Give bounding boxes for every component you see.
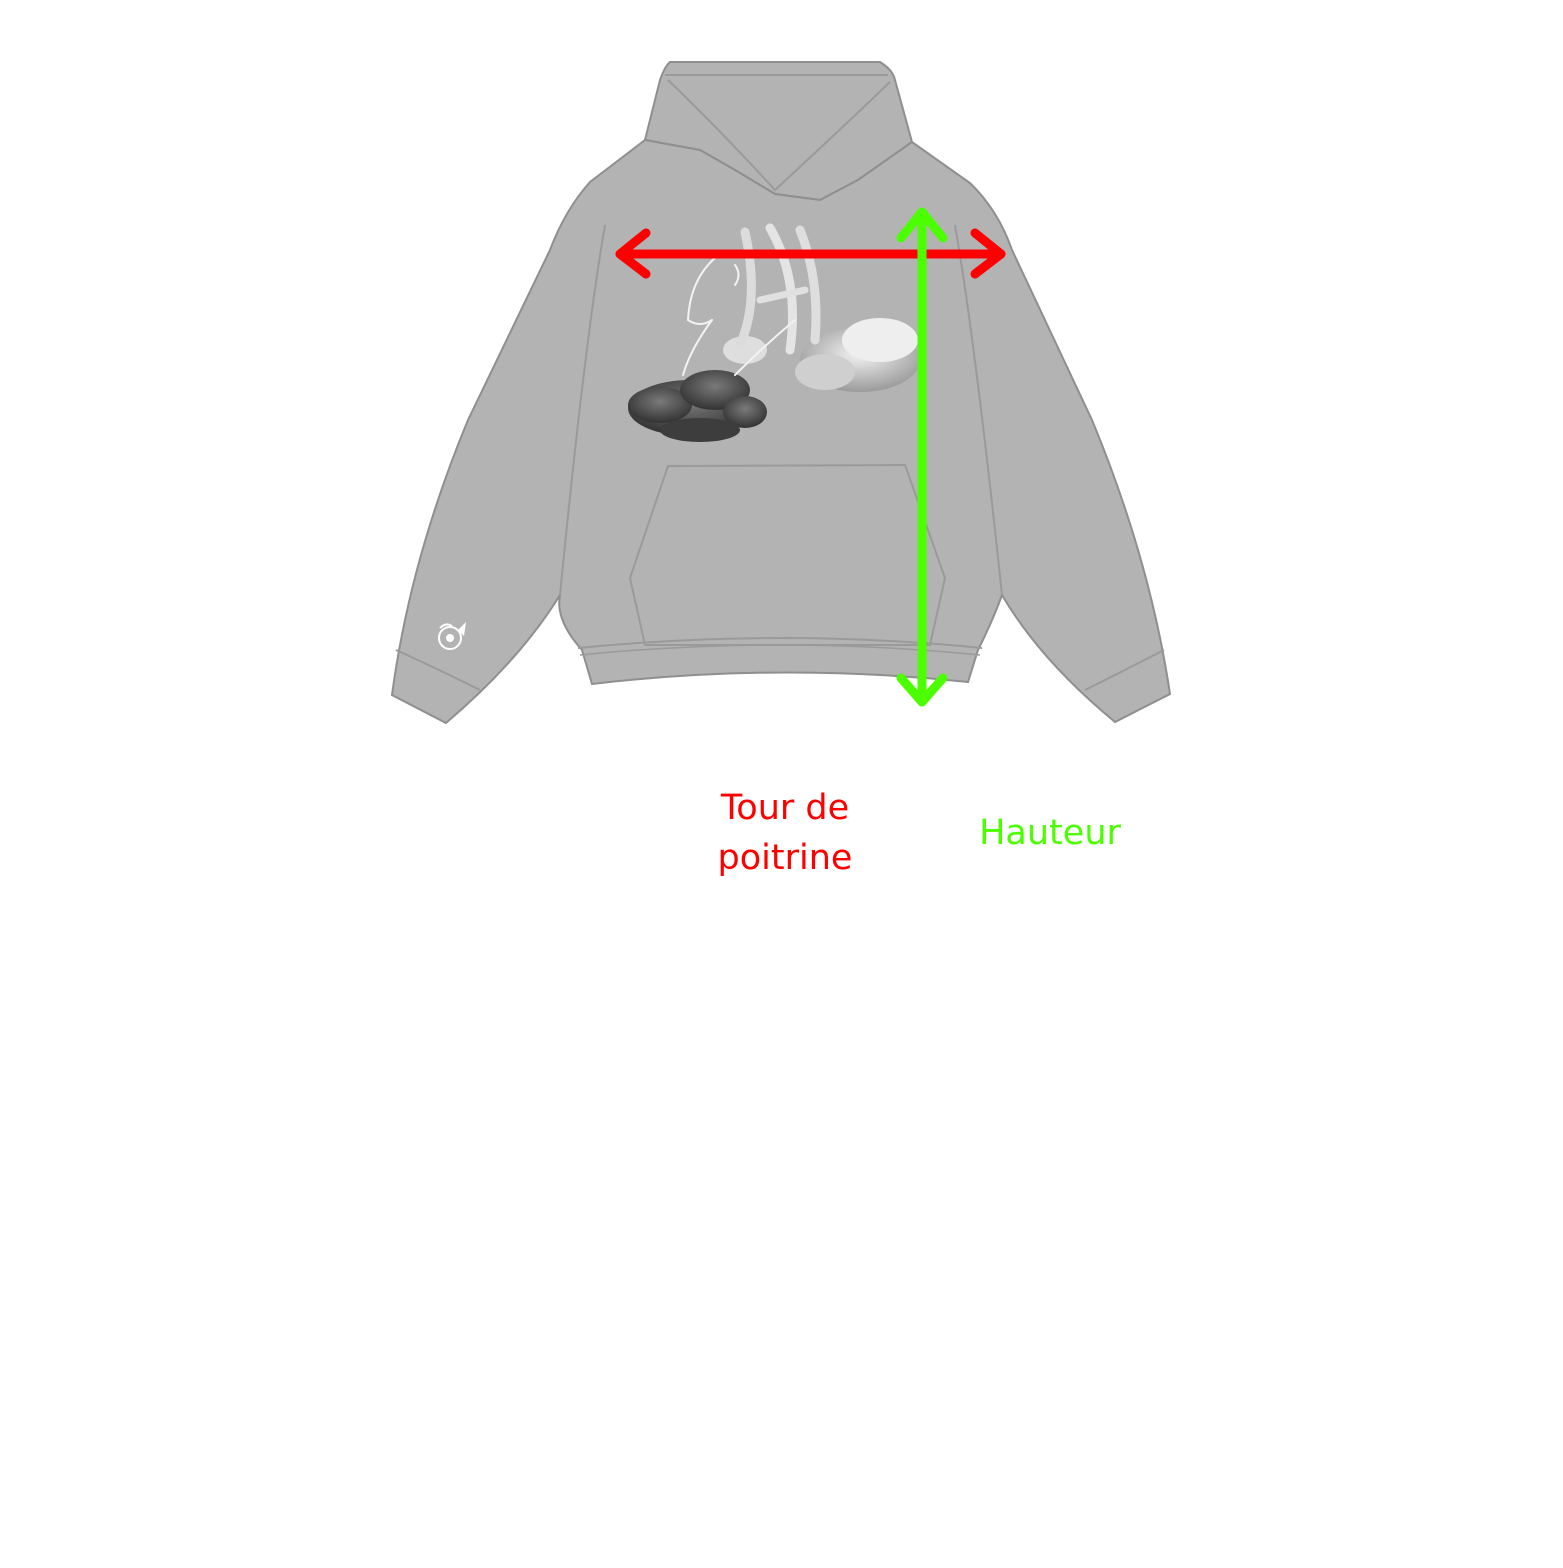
light-cloud-graphic [723, 318, 920, 392]
height-arrow [896, 207, 948, 707]
chest-graphic-print [628, 223, 920, 442]
dark-cloud-graphic [628, 370, 767, 442]
chest-measurement-label: Tour de poitrine [717, 788, 853, 878]
lettering-graphic [682, 223, 821, 376]
sleeve-logo [438, 622, 466, 650]
kangaroo-pocket [628, 463, 947, 646]
height-measurement-label: Hauteur [979, 813, 1121, 853]
chest-width-arrow [615, 228, 1006, 279]
